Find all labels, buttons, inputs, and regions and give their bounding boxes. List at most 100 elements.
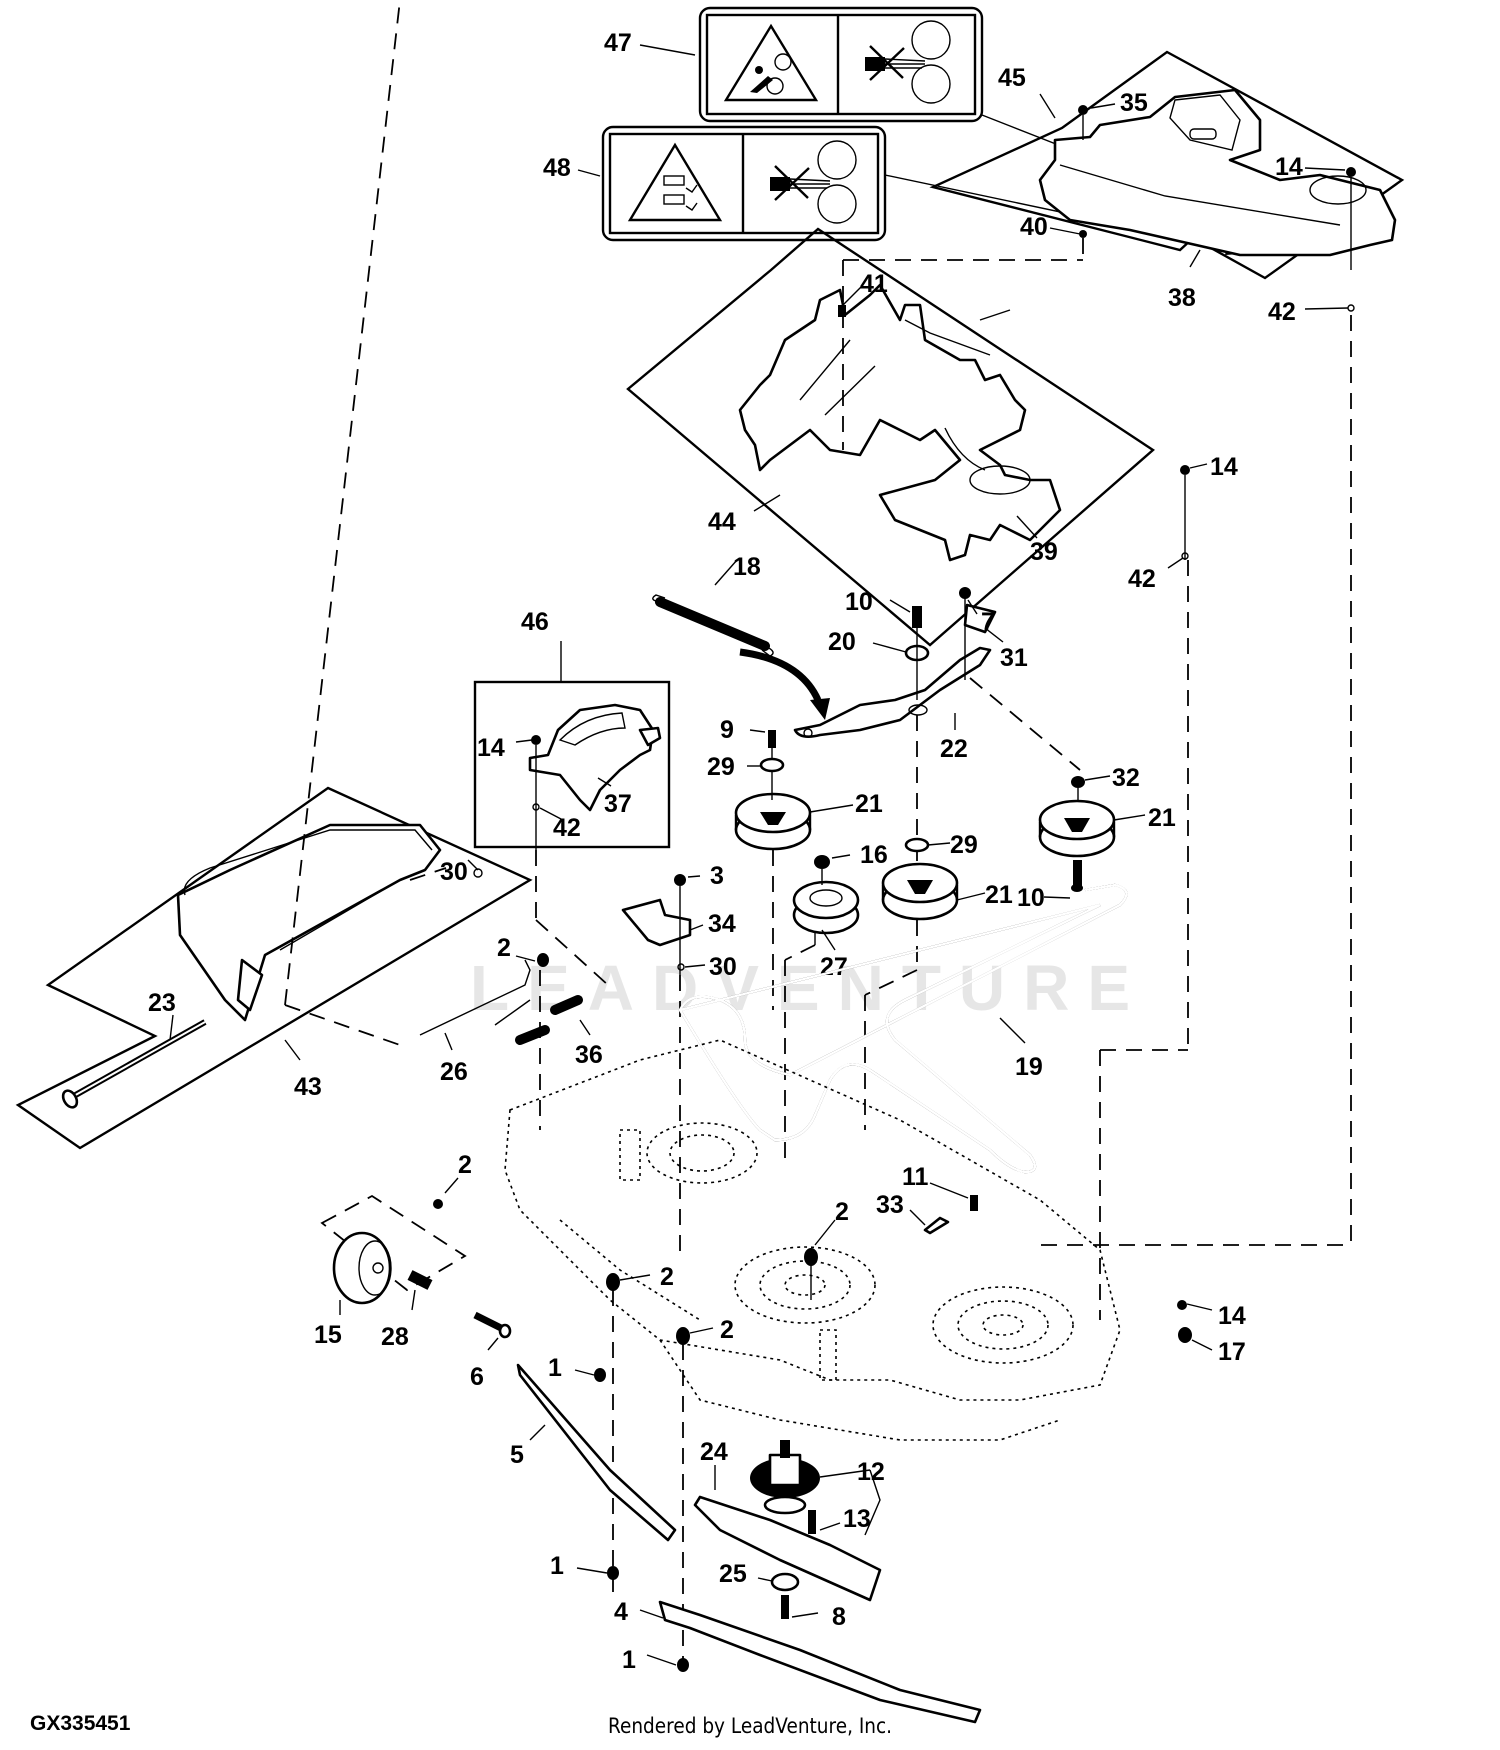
callout-3: 3 <box>710 862 724 890</box>
part-38-belt-shield[interactable] <box>1038 88 1397 257</box>
callout-9: 9 <box>720 716 734 744</box>
callout-2-deck-b: 2 <box>720 1316 734 1344</box>
callout-28: 28 <box>381 1323 409 1351</box>
callout-20: 20 <box>828 628 856 656</box>
callout-2-deck-left: 2 <box>458 1151 472 1179</box>
callout-30-deflector: 30 <box>440 858 468 886</box>
callout-44: 44 <box>708 508 736 536</box>
callout-27: 27 <box>820 953 848 981</box>
callout-14-mid: 14 <box>1210 453 1238 481</box>
render-credit: Rendered by LeadVenture, Inc. <box>607 1714 893 1738</box>
part-39-deck-shield[interactable] <box>738 283 1062 562</box>
callout-32: 32 <box>1112 764 1140 792</box>
part-15-gauge-wheel[interactable] <box>332 1231 392 1305</box>
part-26-bracket[interactable] <box>419 959 531 1036</box>
callout-1-lower: 1 <box>622 1646 636 1674</box>
callout-23: 23 <box>148 989 176 1017</box>
callout-35: 35 <box>1120 89 1148 117</box>
part-21-pulley-center[interactable] <box>881 862 959 921</box>
part-37-pulley-shield[interactable] <box>528 703 662 812</box>
callout-41: 41 <box>860 270 888 298</box>
figure-id: GX335451 <box>30 1712 131 1735</box>
callout-21-center: 21 <box>985 881 1013 909</box>
callout-15: 15 <box>314 1321 342 1349</box>
callout-1-mid: 1 <box>550 1552 564 1580</box>
callout-42-mid: 42 <box>1128 565 1156 593</box>
callout-14-top: 14 <box>1275 153 1303 181</box>
callout-48: 48 <box>543 154 571 182</box>
callout-1-upper: 1 <box>548 1354 562 1382</box>
callout-33: 33 <box>876 1191 904 1219</box>
part-34-bracket[interactable] <box>621 898 692 947</box>
callout-21-left: 21 <box>855 790 883 818</box>
callout-42-shield: 42 <box>553 814 581 842</box>
callout-39: 39 <box>1030 538 1058 566</box>
callout-45: 45 <box>998 64 1026 92</box>
callout-22: 22 <box>940 735 968 763</box>
part-7-clip[interactable] <box>959 587 997 634</box>
decal-48[interactable] <box>601 125 887 242</box>
callout-21-right: 21 <box>1148 804 1176 832</box>
part-27-idler-pulley[interactable] <box>792 880 860 935</box>
callout-29-center: 29 <box>950 831 978 859</box>
callout-16: 16 <box>860 841 888 869</box>
callout-36: 36 <box>575 1041 603 1069</box>
part-5-blade-left[interactable] <box>516 1363 677 1542</box>
panel-46 <box>473 680 671 849</box>
callout-17: 17 <box>1218 1338 1246 1366</box>
callout-6: 6 <box>470 1363 484 1391</box>
callout-2-deck-a: 2 <box>660 1263 674 1291</box>
callout-37: 37 <box>604 790 632 818</box>
callout-38: 38 <box>1168 284 1196 312</box>
callout-8: 8 <box>832 1603 846 1631</box>
callout-4: 4 <box>614 1598 628 1626</box>
callout-25: 25 <box>719 1560 747 1588</box>
callout-40: 40 <box>1020 213 1048 241</box>
part-6-bolt[interactable] <box>473 1311 512 1339</box>
callout-30-bracket: 30 <box>709 953 737 981</box>
part-21-pulley-right[interactable] <box>1038 799 1116 858</box>
part-18-spring[interactable] <box>652 594 774 657</box>
callout-42-top: 42 <box>1268 298 1296 326</box>
callout-18: 18 <box>733 553 761 581</box>
part-43-grass-deflector[interactable] <box>176 823 442 1022</box>
callout-31: 31 <box>1000 644 1028 672</box>
panel-44 <box>626 227 1155 647</box>
callout-34: 34 <box>708 910 736 938</box>
callout-14-shield: 14 <box>477 734 505 762</box>
callout-5: 5 <box>510 1441 524 1469</box>
panel-43 <box>15 786 533 1150</box>
crush-pinch-warning-icon <box>627 142 723 222</box>
part-22-idler-arm[interactable] <box>793 646 992 738</box>
part-21-pulley-left[interactable] <box>734 792 812 851</box>
part-12-spindle[interactable] <box>750 1440 820 1515</box>
callout-2-deck-center: 2 <box>835 1198 849 1226</box>
callout-29-left: 29 <box>707 753 735 781</box>
part-23-rod[interactable] <box>60 1019 207 1110</box>
part-28-bushing[interactable] <box>407 1270 433 1290</box>
callout-10-arm: 10 <box>845 588 873 616</box>
keep-hands-away-from-rollers-icon <box>865 20 951 104</box>
decal-47[interactable] <box>698 6 984 123</box>
part-19-drive-belt[interactable] <box>678 883 1128 1174</box>
mower-deck-outline <box>504 1039 1121 1441</box>
callout-10-pulley: 10 <box>1017 884 1045 912</box>
keep-hands-away-from-rollers-icon <box>770 140 857 224</box>
callout-13: 13 <box>843 1505 871 1533</box>
callout-14-deck: 14 <box>1218 1302 1246 1330</box>
watermark-text: LEADVENTURE <box>470 952 1148 1024</box>
callout-26: 26 <box>440 1058 468 1086</box>
part-24-blade-right[interactable] <box>693 1495 882 1602</box>
callout-24: 24 <box>700 1438 728 1466</box>
part-4-blade-center[interactable] <box>658 1600 982 1724</box>
callout-47: 47 <box>604 29 632 57</box>
callout-19: 19 <box>1015 1053 1043 1081</box>
callout-7: 7 <box>981 608 995 636</box>
callout-11: 11 <box>902 1163 929 1191</box>
callout-12: 12 <box>857 1458 885 1486</box>
callout-46: 46 <box>521 608 549 636</box>
callout-43: 43 <box>294 1073 322 1101</box>
belt-entanglement-warning-icon <box>723 23 819 102</box>
callout-2-spring: 2 <box>497 934 511 962</box>
